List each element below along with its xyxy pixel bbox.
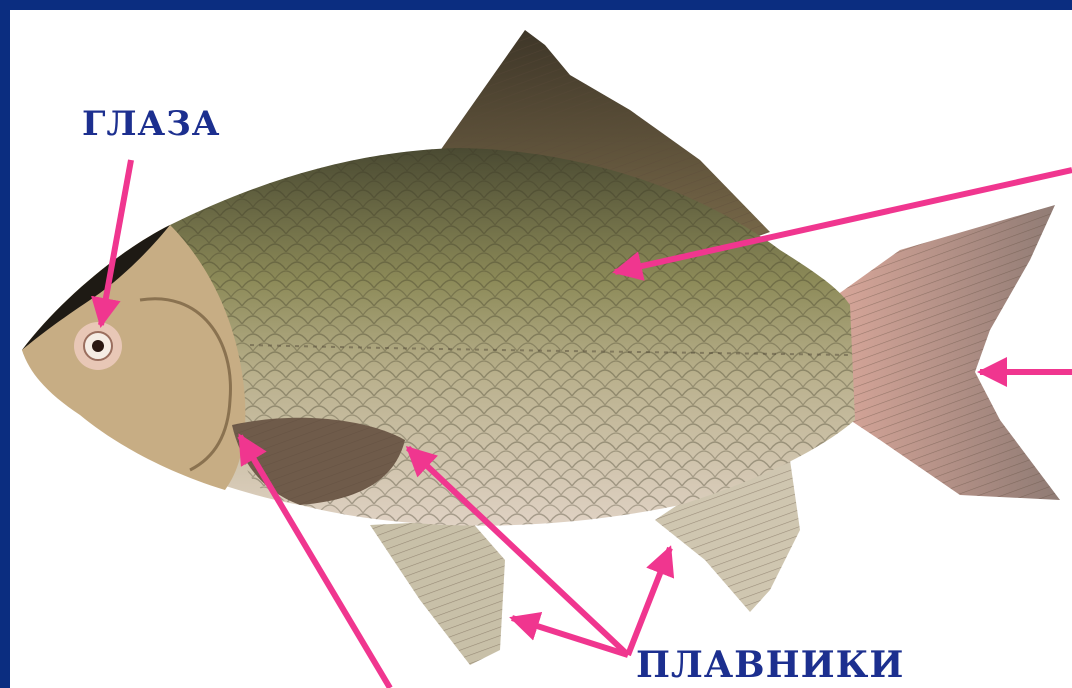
arrow-anal [628, 548, 670, 655]
tail-fin [830, 205, 1060, 500]
label-fins: ПЛАВНИКИ [636, 644, 904, 686]
fish-eye [74, 322, 122, 370]
pelvic-fin [370, 520, 505, 665]
label-eyes: ГЛАЗА [82, 104, 220, 144]
